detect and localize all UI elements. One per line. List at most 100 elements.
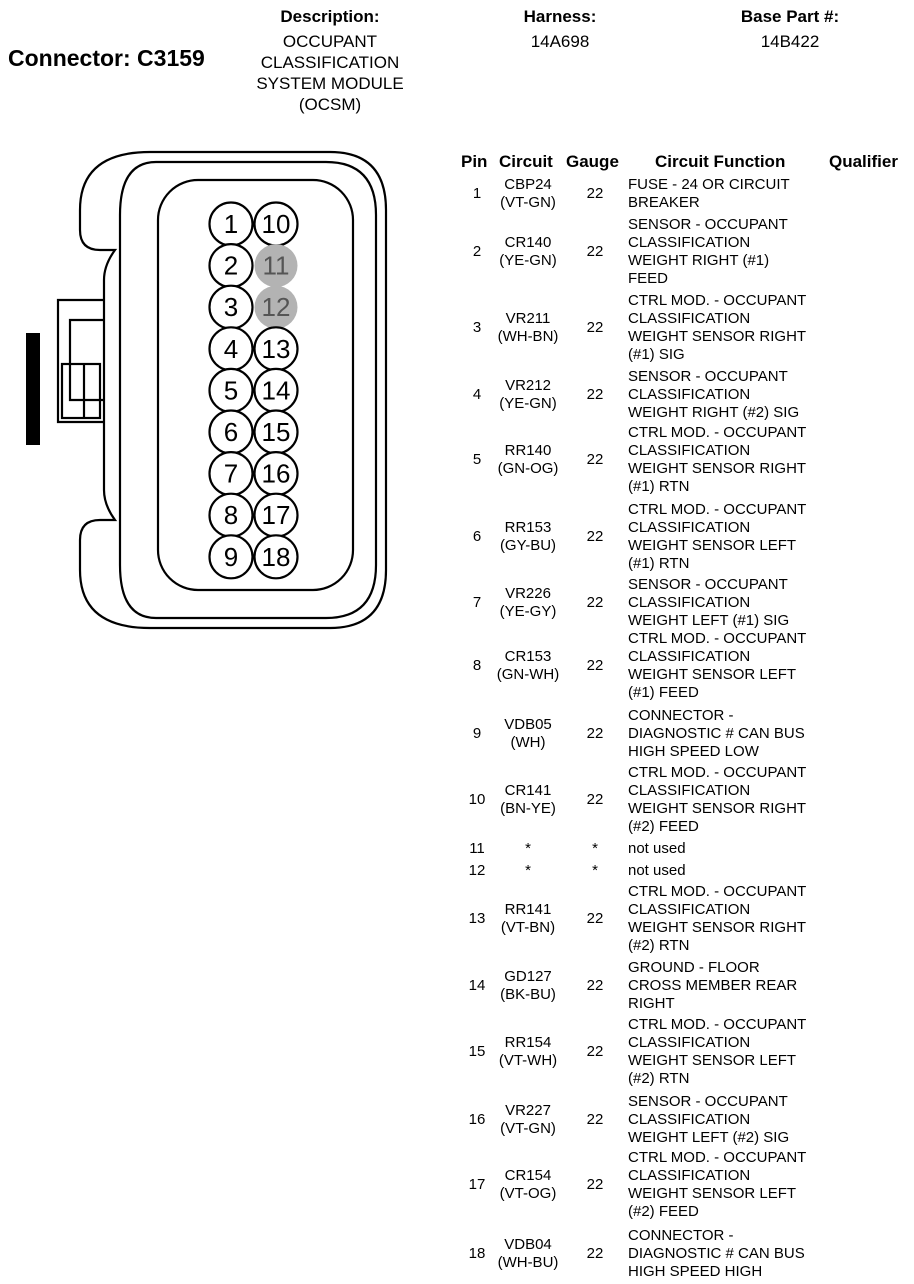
pin-14-label: 14 — [262, 375, 291, 405]
gauge-cell: 22 — [586, 1245, 604, 1262]
connector-inner-shell — [118, 160, 378, 620]
gauge-cell: 22 — [586, 594, 604, 611]
pin-4-label: 4 — [224, 334, 238, 364]
circuit-cell: VR212 (YE-GN) — [499, 377, 557, 412]
pin-10-label: 10 — [262, 209, 291, 239]
table-row: 11**not used — [456, 838, 912, 860]
gauge-cell: 22 — [586, 1043, 604, 1060]
description-label: Description: — [280, 7, 380, 26]
pin-table: Pin Circuit Gauge Circuit Function Quali… — [456, 152, 912, 1280]
connector-title: Connector: C3159 — [8, 45, 205, 71]
gauge-cell: 22 — [586, 657, 604, 674]
table-row: 12**not used — [456, 860, 912, 882]
harness-value: 14A698 — [530, 32, 590, 51]
table-row: 8 CR153 (GN-WH) 22 CTRL MOD. - OCCUPANT CLA… — [456, 629, 912, 703]
circuit-cell: CR153 (GN-WH) — [496, 648, 560, 683]
connector-outer-shell — [78, 150, 388, 630]
circuit-cell: CR141 (BN-YE) — [500, 782, 556, 817]
gauge-cell: 22 — [586, 386, 604, 403]
circuit-cell: VR227 (VT-GN) — [500, 1102, 556, 1137]
connector-latch-bar — [26, 333, 40, 445]
circuit-cell: CBP24 (VT-GN) — [500, 176, 556, 211]
pin-cell: 12 — [468, 862, 486, 879]
gauge-cell: 22 — [586, 451, 604, 468]
column-header-gauge: Gauge — [566, 152, 619, 171]
circuit-function-cell: SENSOR - OCCUPANT CLASSIFICATION WEIGHT … — [628, 216, 788, 287]
pin-6-label: 6 — [224, 417, 238, 447]
pin-cell: 7 — [472, 594, 482, 611]
gauge-cell: 22 — [586, 528, 604, 545]
circuit-function-cell: CTRL MOD. - OCCUPANT CLASSIFICATION WEIG… — [628, 764, 807, 835]
pin-cell: 11 — [469, 840, 485, 857]
pin-18-circle — [253, 534, 299, 580]
circuit-function-cell: CTRL MOD. - OCCUPANT CLASSIFICATION WEIG… — [628, 630, 807, 701]
pin-cell: 13 — [468, 910, 486, 927]
pin-16-label: 16 — [262, 459, 291, 489]
pin-cell: 10 — [468, 791, 486, 808]
pin-15-label: 15 — [262, 417, 291, 447]
circuit-function-cell: CTRL MOD. - OCCUPANT CLASSIFICATION WEIG… — [628, 501, 807, 572]
pin-11-circle — [254, 244, 298, 288]
circuit-cell: VDB04 (WH-BU) — [497, 1236, 559, 1271]
pin-7-label: 7 — [224, 459, 238, 489]
circuit-cell: RR153 (GY-BU) — [499, 519, 557, 554]
pin-8-label: 8 — [224, 500, 238, 530]
pin-cell: 5 — [472, 451, 482, 468]
circuit-cell: RR140 (GN-OG) — [497, 442, 559, 477]
pin-cell: 14 — [468, 977, 486, 994]
base-part-value: 14B422 — [760, 32, 820, 51]
pin-1-label: 1 — [224, 209, 238, 239]
table-row: 14 GD127 (BK-BU) 22 GROUND - FLOOR CROSS ME… — [456, 958, 912, 1014]
circuit-function-cell: CONNECTOR - DIAGNOSTIC # CAN BUS HIGH SP… — [628, 707, 805, 760]
pin-3-label: 3 — [224, 292, 238, 322]
circuit-function-cell: CTRL MOD. - OCCUPANT CLASSIFICATION WEIG… — [628, 883, 807, 954]
pin-cell: 6 — [472, 528, 482, 545]
pin-cell: 15 — [468, 1043, 486, 1060]
connector-latch — [56, 298, 104, 424]
column-header-circuit: Circuit — [499, 152, 553, 171]
circuit-function-cell: FUSE - 24 OR CIRCUIT BREAKER — [628, 176, 790, 211]
column-header-pin: Pin — [461, 152, 488, 171]
pin-cell: 4 — [472, 386, 482, 403]
pin-cell: 2 — [472, 243, 482, 260]
pin-11-label: 11 — [263, 251, 290, 281]
pin-cell: 16 — [468, 1111, 486, 1128]
gauge-cell: 22 — [586, 725, 604, 742]
pin-cell: 1 — [472, 185, 482, 202]
gauge-cell: 22 — [586, 977, 604, 994]
table-row: 1 CBP24 (VT-GN) 22 FUSE - 24 OR CIRCUIT BRE… — [456, 175, 912, 213]
pin-cell: 18 — [468, 1245, 486, 1262]
pin-5-label: 5 — [224, 375, 238, 405]
circuit-function-cell: CTRL MOD. - OCCUPANT CLASSIFICATION WEIG… — [628, 292, 807, 363]
gauge-cell: * — [592, 862, 598, 879]
pin-9-label: 9 — [224, 542, 238, 572]
gauge-cell: 22 — [586, 185, 604, 202]
circuit-cell: GD127 (BK-BU) — [500, 968, 556, 1003]
column-header-circuit-function: Circuit Function — [655, 152, 786, 171]
table-header: Pin Circuit Gauge Circuit Function Quali… — [456, 152, 912, 173]
gauge-cell: 22 — [586, 243, 604, 260]
pin-13-label: 13 — [262, 334, 291, 364]
gauge-cell: 22 — [586, 1111, 604, 1128]
gauge-cell: 22 — [586, 1176, 604, 1193]
circuit-function-cell: GROUND - FLOOR CROSS MEMBER REAR RIGHT — [628, 959, 798, 1012]
pin-18-label: 18 — [262, 542, 291, 572]
base-part-label: Base Part #: — [740, 7, 840, 26]
pin-cell: 8 — [472, 657, 482, 674]
circuit-function-cell: SENSOR - OCCUPANT CLASSIFICATION WEIGHT … — [628, 576, 790, 629]
gauge-cell: 22 — [586, 910, 604, 927]
pin-9-circle — [208, 534, 254, 580]
harness-label: Harness: — [523, 7, 597, 26]
circuit-function-cell: CTRL MOD. - OCCUPANT CLASSIFICATION WEIG… — [628, 1016, 807, 1087]
